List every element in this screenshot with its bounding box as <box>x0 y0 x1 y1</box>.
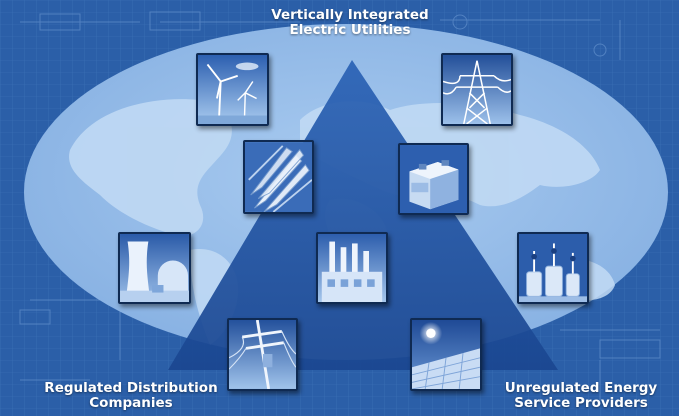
tile-factory <box>316 232 388 304</box>
caption-vertically-integrated: Vertically Integrated Electric Utilities <box>230 8 470 38</box>
tile-transformer <box>517 232 589 304</box>
transmission-tower-icon <box>443 55 511 124</box>
nuclear-plant-icon <box>120 234 189 302</box>
caption-top-line1: Vertically Integrated <box>271 7 429 23</box>
solar-panel-icon <box>412 320 480 389</box>
market-triangle <box>168 60 558 370</box>
tile-battery <box>398 143 469 215</box>
caption-left-line2: Companies <box>89 395 173 411</box>
turbine-blades-icon <box>245 142 312 212</box>
battery-icon <box>400 145 467 213</box>
tile-nuclear-plant <box>118 232 191 304</box>
caption-right-line2: Service Providers <box>514 395 648 411</box>
tile-wind-turbines <box>196 53 269 126</box>
tile-solar-panel <box>410 318 482 391</box>
utility-pole-icon <box>229 320 296 389</box>
tile-transmission-tower <box>441 53 513 126</box>
caption-top-line2: Electric Utilities <box>289 22 411 38</box>
caption-unregulated-energy: Unregulated Energy Service Providers <box>490 381 672 411</box>
factory-icon <box>318 234 386 302</box>
transformer-icon <box>519 234 587 302</box>
tile-turbine-blades <box>243 140 314 214</box>
caption-left-line1: Regulated Distribution <box>44 380 218 396</box>
caption-regulated-distribution: Regulated Distribution Companies <box>26 381 236 411</box>
tile-utility-pole <box>227 318 298 391</box>
caption-right-line1: Unregulated Energy <box>504 380 658 396</box>
wind-turbines-icon <box>198 55 267 124</box>
